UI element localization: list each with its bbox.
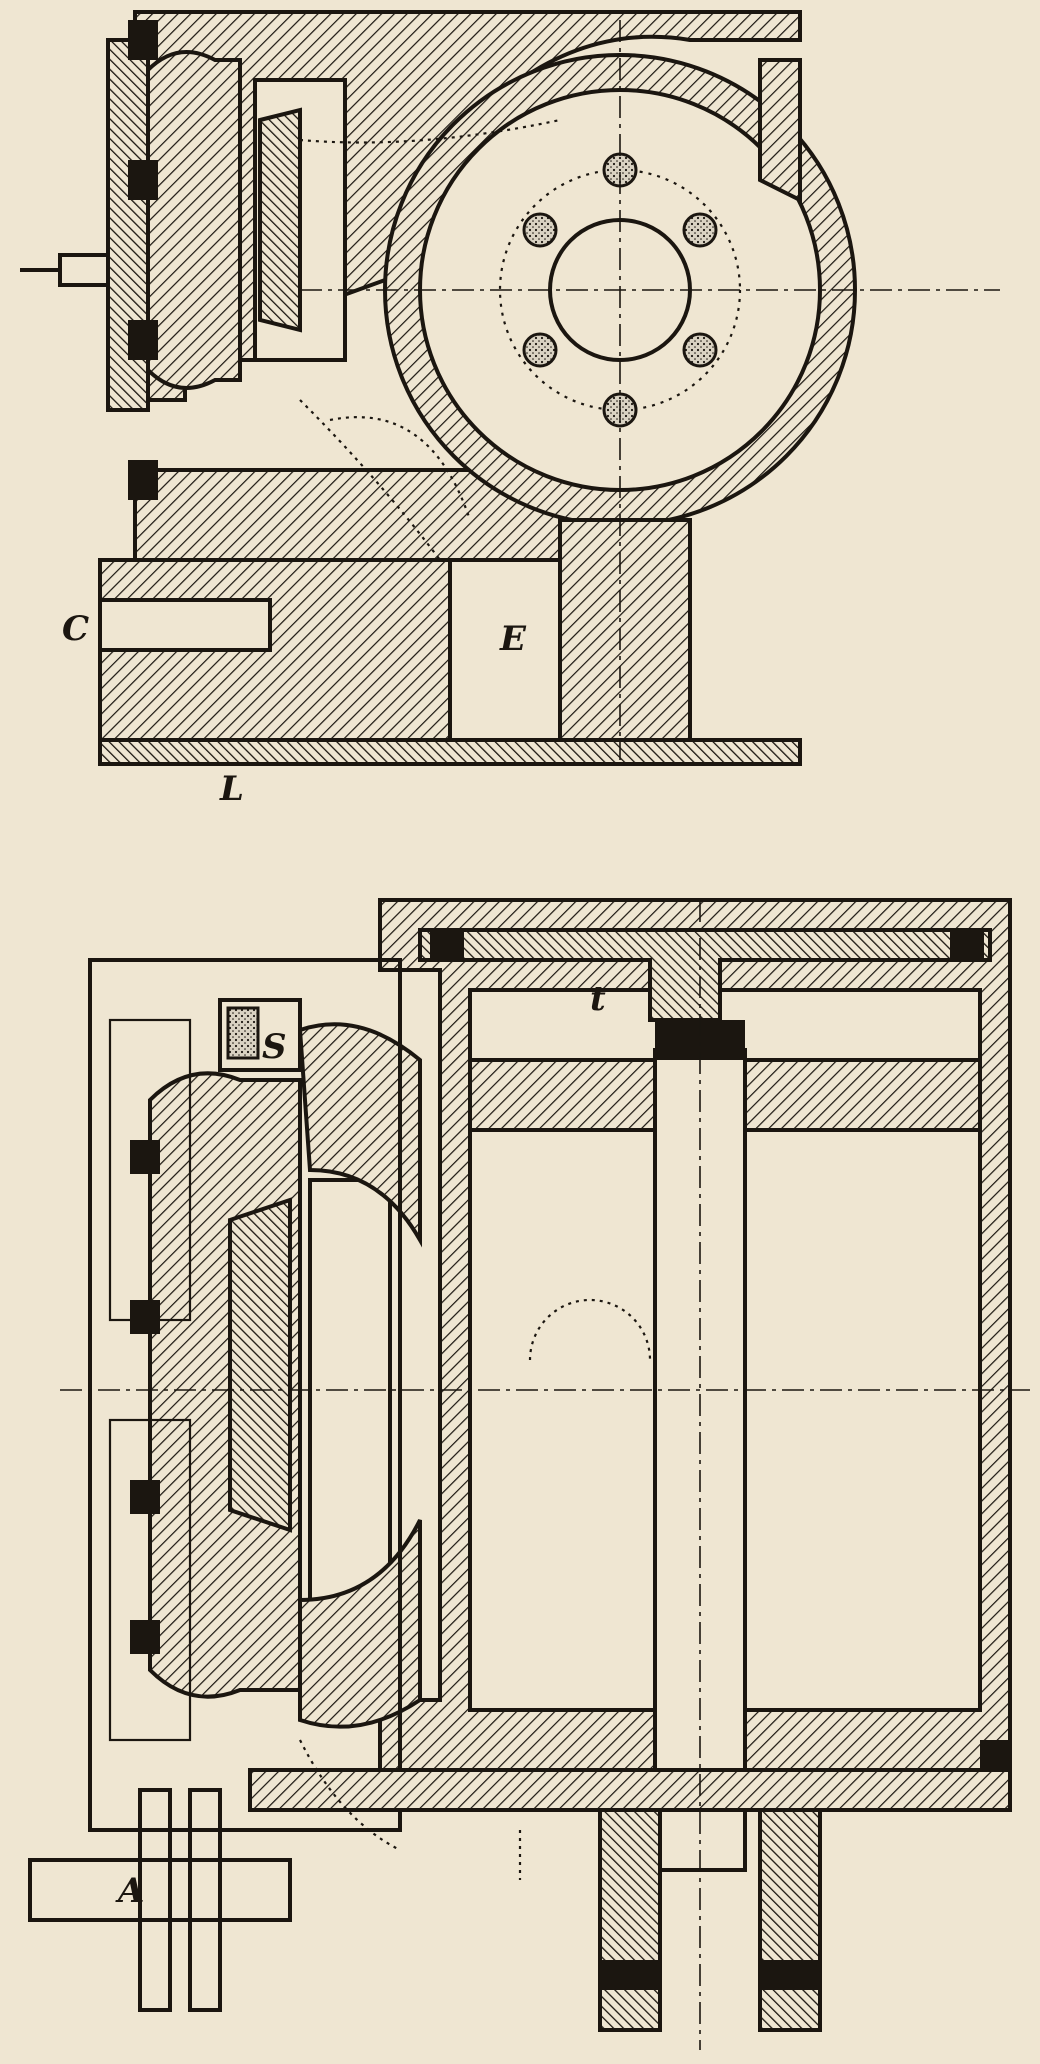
label-c: C: [62, 609, 89, 649]
lower-longitudinal-section: [28, 898, 1030, 2050]
valve-disc: [258, 107, 302, 333]
valve-plate-left: [228, 1197, 292, 1533]
base-plate: [98, 738, 802, 766]
hidden-lines-upper: [299, 118, 561, 561]
fitting-s: [218, 998, 302, 1072]
frame-outline: [88, 958, 402, 1832]
label-e: E: [499, 619, 527, 659]
upper-cross-section: [20, 10, 1000, 766]
hidden-lines-lower: [299, 1739, 522, 1880]
label-l: L: [219, 769, 244, 809]
frame-window-2: [108, 1418, 192, 1742]
drive-shaft-a: [28, 1858, 292, 1922]
casing-foot: [558, 518, 692, 742]
label-s: S: [262, 1027, 287, 1067]
passage-upper: [297, 1022, 422, 1248]
hidden-circle: [528, 1298, 652, 1361]
label-t: t: [590, 979, 606, 1019]
coupling-disc-2: [188, 1788, 222, 2012]
valve-cover: [146, 50, 242, 390]
label-a: A: [115, 1871, 144, 1911]
coupling-disc-1: [138, 1788, 172, 2012]
grease-fitting: [20, 253, 110, 287]
base-slot-c: [98, 598, 272, 652]
casing-rib-top: [758, 58, 802, 204]
bottom-flange: [248, 1768, 1012, 1812]
upper-bolts: [128, 20, 158, 500]
passage-lower: [298, 1519, 422, 1729]
foot-bolts: [598, 1808, 822, 2032]
